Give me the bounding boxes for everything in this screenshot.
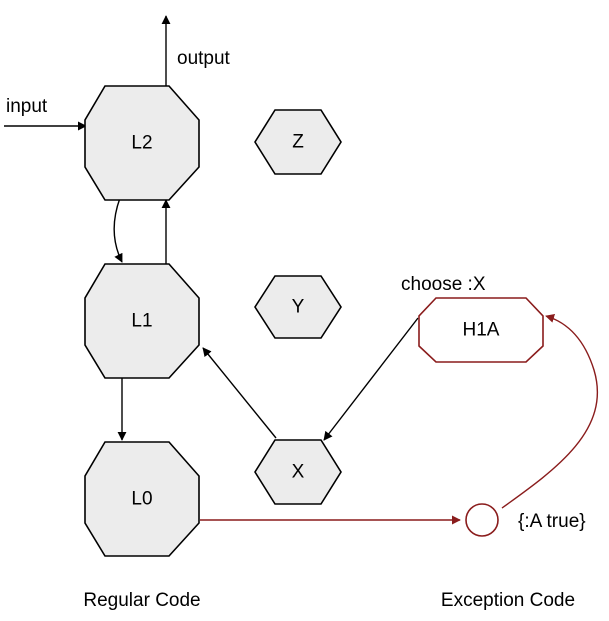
edge-h1a-x	[323, 317, 419, 441]
node-z[interactable]: Z	[254, 109, 342, 175]
node-x-label: X	[292, 462, 305, 483]
node-l1-label: L1	[131, 311, 152, 332]
node-z-label: Z	[292, 132, 304, 153]
exception-point[interactable]	[465, 503, 499, 537]
node-y[interactable]: Y	[254, 275, 342, 339]
node-l1[interactable]: L1	[84, 263, 200, 379]
label-output: output	[177, 48, 231, 69]
node-x-shape	[254, 439, 342, 505]
node-h1a[interactable]: H1A	[418, 297, 544, 363]
node-h1a-shape	[418, 297, 544, 363]
edges-exception	[200, 314, 599, 525]
node-y-label: Y	[292, 297, 305, 318]
node-y-shape	[254, 275, 342, 339]
node-l0[interactable]: L0	[84, 441, 200, 557]
node-l2[interactable]: L2	[84, 85, 200, 201]
label-choose: choose :X	[401, 274, 486, 295]
node-l2-label: L2	[131, 133, 152, 154]
label-condition: {:A true}	[518, 511, 586, 532]
node-l0-label: L0	[131, 489, 152, 510]
node-z-shape	[254, 109, 342, 175]
node-l0-shape	[84, 441, 200, 557]
edge-x-l1	[202, 347, 277, 439]
node-l2-shape	[84, 85, 200, 201]
edge-exception-point-h1a	[501, 314, 599, 509]
edge-l2-l1	[113, 197, 123, 263]
caption-regular-code: Regular Code	[83, 590, 200, 611]
caption-exception-code: Exception Code	[441, 590, 575, 611]
node-h1a-label: H1A	[463, 320, 500, 341]
node-x[interactable]: X	[254, 439, 342, 505]
edges-regular	[4, 15, 419, 441]
label-input: input	[6, 96, 48, 117]
node-l1-shape	[84, 263, 200, 379]
